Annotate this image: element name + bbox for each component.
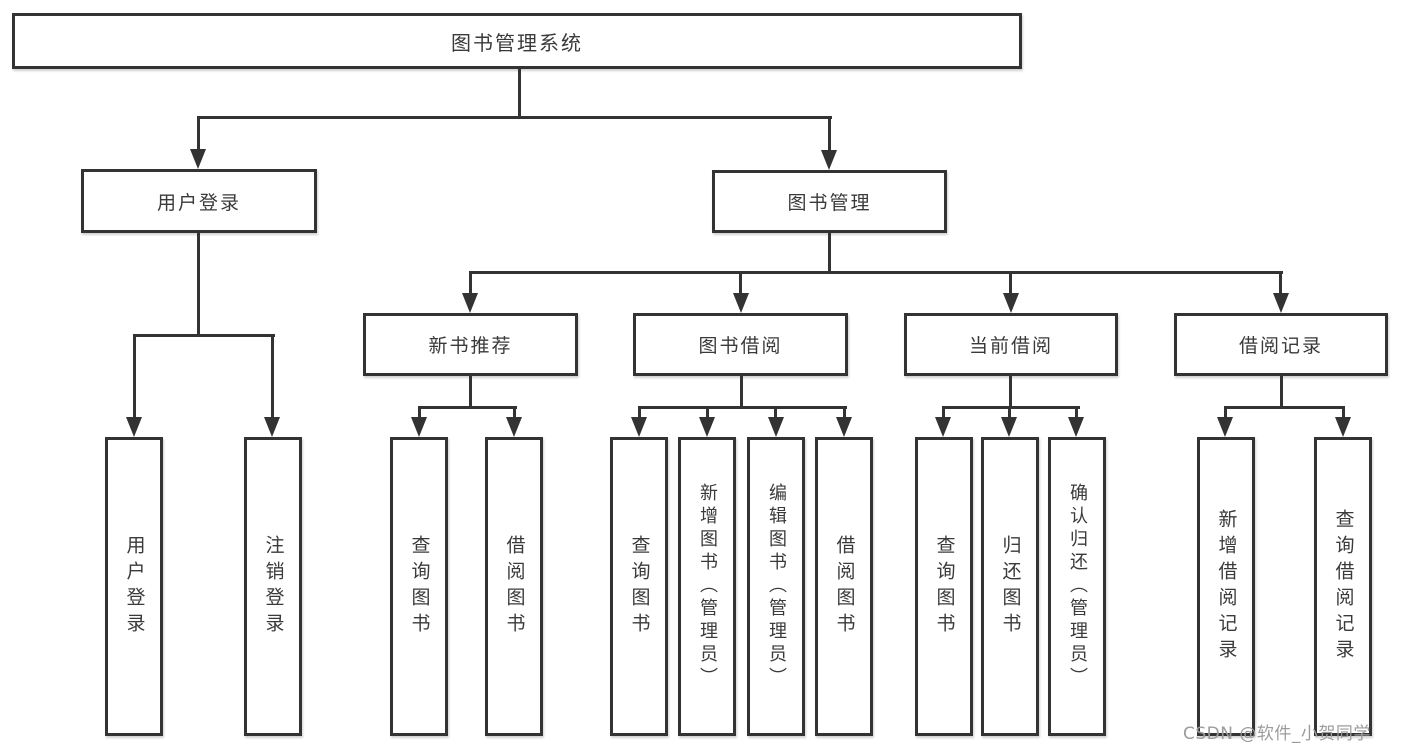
arrowhead-book-borrow xyxy=(733,293,749,313)
arrowhead-newrec-borrow xyxy=(506,417,522,437)
connector-borrow-drop-2 xyxy=(706,406,709,420)
arrowhead-borrow-query xyxy=(631,417,647,437)
arrowhead-query-record xyxy=(1335,417,1351,437)
node-borrow-records-label: 借阅记录 xyxy=(1238,335,1323,357)
connector-newrec-drop-1 xyxy=(418,406,421,420)
leaf-borrow-borrow-books: 借阅图书 xyxy=(815,437,873,736)
connector-current-drop-1 xyxy=(942,406,945,420)
leaf-user-login-label: 用户登录 xyxy=(123,534,146,639)
node-current-borrow: 当前借阅 xyxy=(904,313,1118,376)
leaf-query-borrow-record-label: 查询借阅记录 xyxy=(1332,508,1355,665)
connector-borrow-crossbar xyxy=(638,406,847,409)
csdn-watermark: CSDN @软件_小贺同学 xyxy=(1183,724,1371,744)
arrowhead-new-book-recommend xyxy=(462,293,478,313)
node-book-borrow: 图书借阅 xyxy=(633,313,848,376)
leaf-query-borrow-record: 查询借阅记录 xyxy=(1314,437,1372,736)
leaf-borrow-borrow-books-label: 借阅图书 xyxy=(833,534,856,639)
node-book-borrow-label: 图书借阅 xyxy=(698,335,783,357)
connector-newrec-drop-2 xyxy=(513,406,516,420)
arrowhead-confirm-return xyxy=(1068,417,1084,437)
leaf-add-borrow-record: 新增借阅记录 xyxy=(1197,437,1255,736)
connector-records-stem xyxy=(1280,376,1283,409)
leaf-borrow-query-books: 查询图书 xyxy=(610,437,668,736)
connector-root-right-drop xyxy=(828,116,831,150)
connector-mgmt-drop-3 xyxy=(1009,271,1012,295)
connector-login-crossbar xyxy=(133,334,275,337)
leaf-user-login: 用户登录 xyxy=(105,437,163,736)
connector-borrow-stem xyxy=(740,376,743,409)
node-book-management: 图书管理 xyxy=(712,170,947,233)
leaf-edit-books-admin-label: 编辑图书（管理员） xyxy=(766,483,787,690)
leaf-newrec-borrow-books-label: 借阅图书 xyxy=(503,534,526,639)
node-new-book-recommend: 新书推荐 xyxy=(363,313,578,376)
node-borrow-records: 借阅记录 xyxy=(1174,313,1388,376)
connector-mgmt-drop-2 xyxy=(739,271,742,295)
connector-borrow-drop-1 xyxy=(638,406,641,420)
leaf-borrow-query-books-label: 查询图书 xyxy=(628,534,651,639)
leaf-add-books-admin-label: 新增图书（管理员） xyxy=(697,483,718,690)
arrowhead-add-record xyxy=(1217,417,1233,437)
connector-mgmt-drop-1 xyxy=(469,271,472,295)
arrowhead-leaf-logout xyxy=(264,417,280,437)
leaf-edit-books-admin: 编辑图书（管理员） xyxy=(747,437,805,736)
connector-mgmt-drop-4 xyxy=(1279,271,1282,295)
connector-login-drop-1 xyxy=(133,334,136,418)
connector-login-drop-2 xyxy=(271,334,274,418)
leaf-add-books-admin: 新增图书（管理员） xyxy=(678,437,736,736)
node-root: 图书管理系统 xyxy=(12,13,1022,69)
leaf-add-borrow-record-label: 新增借阅记录 xyxy=(1215,508,1238,665)
arrowhead-leaf-user-login xyxy=(126,417,142,437)
leaf-return-books: 归还图书 xyxy=(981,437,1039,736)
arrowhead-newrec-query xyxy=(411,417,427,437)
leaf-return-books-label: 归还图书 xyxy=(999,534,1022,639)
connector-records-crossbar xyxy=(1224,406,1345,409)
leaf-current-query-books-label: 查询图书 xyxy=(933,534,956,639)
connector-records-drop-1 xyxy=(1224,406,1227,420)
leaf-confirm-return-admin-label: 确认归还（管理员） xyxy=(1067,483,1088,690)
leaf-logout-label: 注销登录 xyxy=(262,534,285,639)
leaf-current-query-books: 查询图书 xyxy=(915,437,973,736)
node-current-borrow-label: 当前借阅 xyxy=(968,335,1053,357)
node-user-login: 用户登录 xyxy=(81,169,317,233)
arrowhead-edit-books xyxy=(768,417,784,437)
node-user-login-label: 用户登录 xyxy=(156,191,241,214)
node-root-label: 图书管理系统 xyxy=(451,30,583,55)
connector-root-left-drop xyxy=(197,116,200,150)
node-book-management-label: 图书管理 xyxy=(787,192,872,214)
leaf-newrec-query-books: 查询图书 xyxy=(390,437,448,736)
connector-mgmt-stem xyxy=(828,233,831,274)
connector-current-drop-2 xyxy=(1008,406,1011,420)
connector-login-stem xyxy=(197,233,200,337)
arrowhead-current-query xyxy=(935,417,951,437)
leaf-logout: 注销登录 xyxy=(244,437,302,736)
connector-borrow-drop-3 xyxy=(774,406,777,420)
arrowhead-add-books xyxy=(699,417,715,437)
arrowhead-return-books xyxy=(1001,417,1017,437)
connector-records-drop-2 xyxy=(1342,406,1345,420)
connector-mgmt-crossbar xyxy=(469,271,1283,274)
connector-newrec-crossbar xyxy=(418,406,517,409)
arrowhead-user-login xyxy=(190,149,206,169)
connector-borrow-drop-4 xyxy=(843,406,846,420)
arrowhead-borrow-records xyxy=(1273,293,1289,313)
leaf-confirm-return-admin: 确认归还（管理员） xyxy=(1048,437,1106,736)
arrowhead-book-management xyxy=(821,150,837,170)
arrowhead-current-borrow xyxy=(1003,293,1019,313)
node-new-book-recommend-label: 新书推荐 xyxy=(428,335,513,357)
connector-root-crossbar xyxy=(197,116,832,119)
connector-newrec-stem xyxy=(469,376,472,409)
leaf-newrec-query-books-label: 查询图书 xyxy=(408,534,431,639)
connector-current-stem xyxy=(1009,376,1012,409)
arrowhead-borrow-borrow xyxy=(836,417,852,437)
connector-current-crossbar xyxy=(942,406,1080,409)
leaf-newrec-borrow-books: 借阅图书 xyxy=(485,437,543,736)
connector-root-stem xyxy=(518,68,521,119)
connector-current-drop-3 xyxy=(1075,406,1078,420)
